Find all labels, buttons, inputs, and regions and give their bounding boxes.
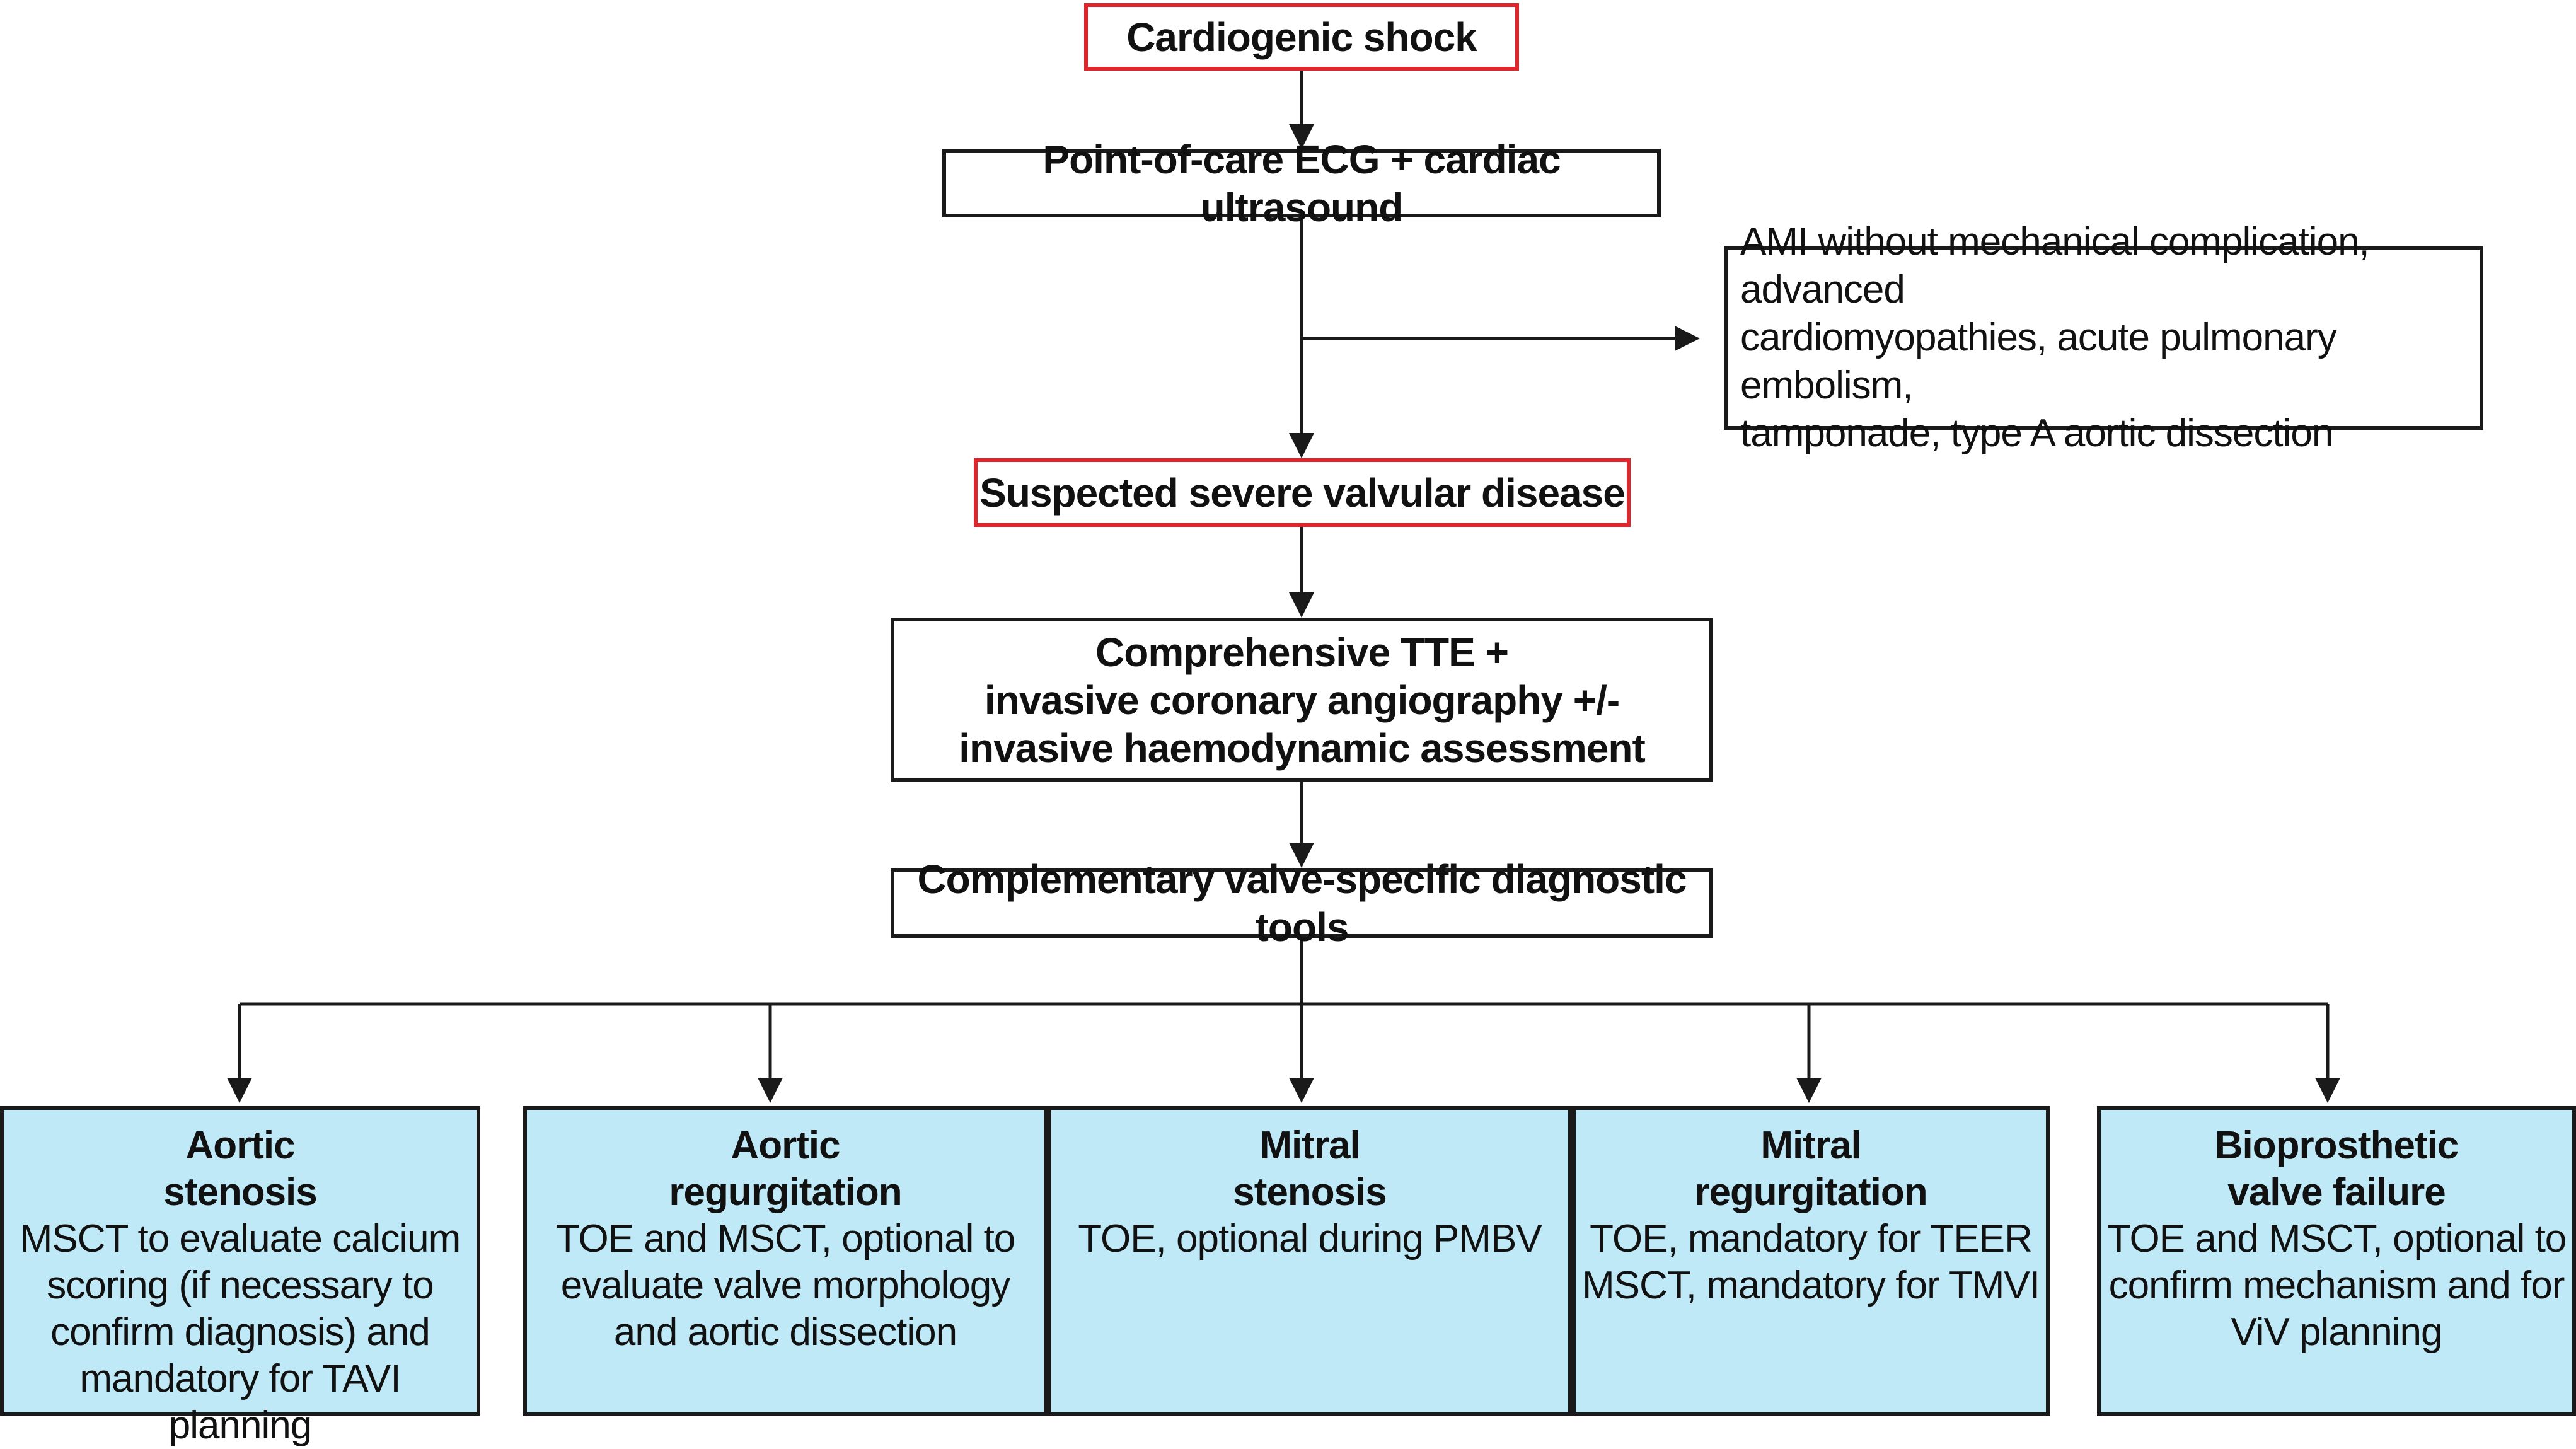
valve-title: valve failure (2227, 1170, 2446, 1214)
valve-desc-line: confirm mechanism and for (2108, 1264, 2565, 1307)
suspected-valvular-disease-label: Suspected severe valvular disease (979, 470, 1626, 516)
comprehensive-line: invasive coronary angiography +/- (984, 677, 1620, 723)
valve-desc-line: TOE, optional during PMBV (1078, 1217, 1542, 1261)
valve-desc-line: TOE and MSCT, optional to (2106, 1217, 2567, 1261)
valve-title: Mitral (1259, 1124, 1360, 1167)
valve-title: regurgitation (1694, 1170, 1927, 1214)
cardiogenic-shock-label: Cardiogenic shock (1126, 14, 1477, 60)
valve-box-mitral-regurgitation: Mitral regurgitation TOE, mandatory for … (1572, 1106, 2050, 1416)
valve-box-aortic-stenosis: Aortic stenosis MSCT to evaluate calcium… (0, 1106, 480, 1447)
valve-box-bioprosthetic-valve-failure: Bioprosthetic valve failure TOE and MSCT… (2097, 1106, 2576, 1416)
valve-title: Bioprosthetic (2214, 1124, 2459, 1167)
valve-desc-line: TOE, mandatory for TEER (1590, 1217, 2033, 1261)
cardiogenic-shock-box: Cardiogenic shock (1084, 3, 1519, 71)
comprehensive-line: invasive haemodynamic assessment (959, 725, 1646, 771)
valve-title: Aortic (731, 1124, 840, 1167)
valve-desc-line: and aortic dissection (613, 1310, 957, 1354)
point-of-care-box: Point-of-care ECG + cardiac ultrasound (942, 137, 1661, 230)
valve-desc-line: evaluate valve morphology (560, 1264, 1011, 1307)
valve-desc-line: MSCT, mandatory for TMVI (1582, 1264, 2040, 1307)
complementary-tools-box: Complementary valve-specific diagnostic … (891, 857, 1713, 950)
valve-box-aortic-regurgitation: Aortic regurgitation TOE and MSCT, optio… (523, 1106, 1048, 1416)
valve-desc-line: TOE and MSCT, optional to (555, 1217, 1016, 1261)
comprehensive-assessment-box: Comprehensive TTE + invasive coronary an… (891, 618, 1713, 782)
side-branch-line: tamponade, type A aortic dissection (1740, 412, 2333, 455)
side-branch-line: cardiomyopathies, acute pulmonary emboli… (1740, 316, 2337, 407)
valve-title: Aortic (185, 1124, 295, 1167)
valve-desc-line: ViV planning (2231, 1310, 2442, 1354)
complementary-tools-label: Complementary valve-specific diagnostic … (917, 856, 1687, 950)
flow-connectors (227, 71, 2340, 1103)
valve-box-mitral-stenosis: Mitral stenosis TOE, optional during PMB… (1048, 1106, 1572, 1416)
point-of-care-label: Point-of-care ECG + cardiac ultrasound (1043, 136, 1561, 230)
valve-title: stenosis (1233, 1170, 1387, 1214)
valve-title: stenosis (163, 1170, 318, 1214)
valve-title: regurgitation (669, 1170, 902, 1214)
comprehensive-line: Comprehensive TTE + (1095, 629, 1509, 675)
side-branch-box: AMI without mechanical complication, adv… (1724, 220, 2483, 455)
valve-desc-line: MSCT to evaluate calcium (20, 1217, 461, 1261)
side-branch-line: AMI without mechanical complication, adv… (1740, 220, 2370, 311)
valve-title: Mitral (1760, 1124, 1861, 1167)
valve-desc-line: scoring (if necessary to (47, 1264, 434, 1307)
valve-desc-line: confirm diagnosis) and (50, 1310, 430, 1354)
suspected-valvular-disease-box: Suspected severe valvular disease (974, 458, 1631, 527)
valve-desc-line: mandatory for TAVI planning (79, 1357, 401, 1447)
